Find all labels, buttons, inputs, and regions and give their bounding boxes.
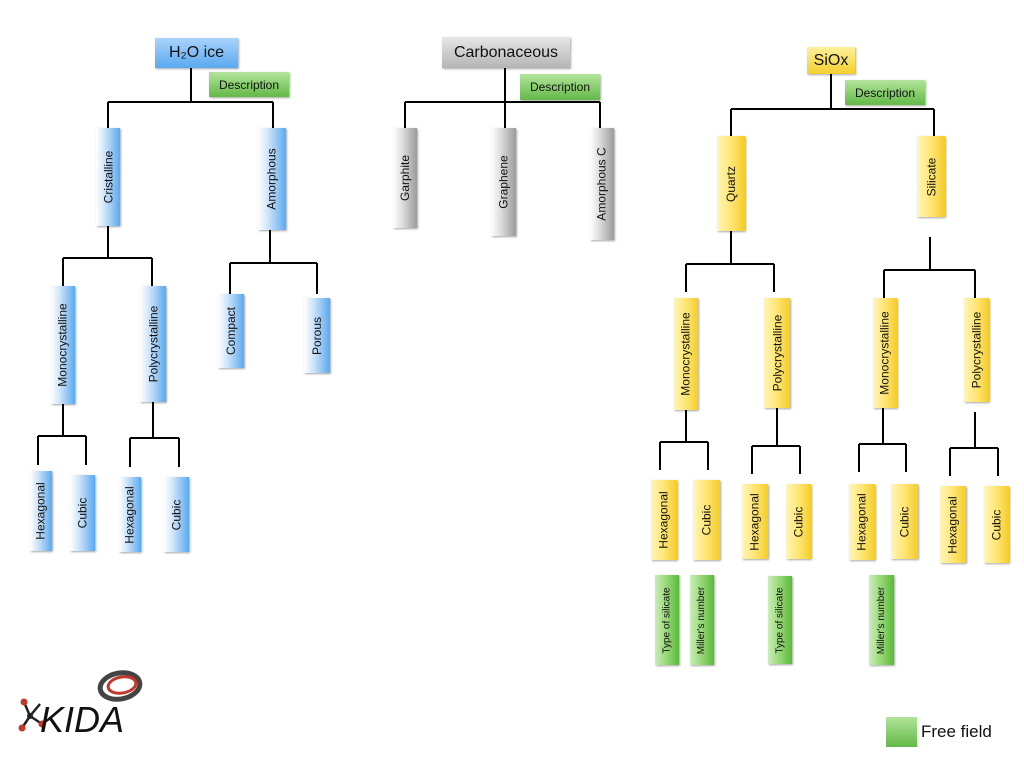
silicate-mono-hexagonal[interactable]: Hexagonal bbox=[849, 484, 875, 560]
silicate-mono-cubic[interactable]: Cubic bbox=[891, 484, 918, 559]
siox-description[interactable]: Description bbox=[845, 80, 925, 105]
kida-logo-text: KIDA bbox=[40, 699, 124, 740]
h2o-amorphous[interactable]: Amorphous bbox=[258, 128, 286, 230]
quartz-hex-type-of-silicate[interactable]: Type of silicate bbox=[655, 575, 679, 665]
carbon-description[interactable]: Description bbox=[520, 74, 600, 100]
root-siox[interactable]: SiOx bbox=[807, 47, 855, 74]
root-h2o-ice[interactable]: H₂O ice bbox=[155, 38, 238, 68]
silicate-millers-number[interactable]: Miller's number bbox=[869, 575, 894, 665]
h2o-mono-hexagonal[interactable]: Hexagonal bbox=[30, 471, 52, 551]
quartz-poly-cubic[interactable]: Cubic bbox=[786, 484, 811, 559]
quartz-monocrystalline[interactable]: Monocrystalline bbox=[674, 298, 698, 410]
root-carbonaceous-label: Carbonaceous bbox=[453, 43, 559, 61]
root-carbonaceous[interactable]: Carbonaceous bbox=[442, 37, 570, 68]
carbon-description-label: Description bbox=[529, 80, 591, 94]
kida-logo: KIDA bbox=[18, 670, 143, 740]
silicate-poly-hexagonal[interactable]: Hexagonal bbox=[940, 486, 966, 563]
h2o-polycrystalline[interactable]: Polycrystalline bbox=[140, 286, 166, 402]
root-siox-label: SiOx bbox=[813, 51, 849, 69]
h2o-description[interactable]: Description bbox=[209, 72, 289, 97]
h2o-porous[interactable]: Porous bbox=[304, 298, 330, 373]
h2o-poly-hexagonal[interactable]: Hexagonal bbox=[119, 477, 141, 552]
silicate-polycrystalline[interactable]: Polycrystalline bbox=[964, 298, 989, 402]
quartz-mono-cubic[interactable]: Cubic bbox=[693, 480, 720, 560]
quartz-polycrystalline[interactable]: Polycrystalline bbox=[764, 298, 790, 408]
siox-description-label: Description bbox=[854, 85, 916, 100]
quartz-poly-hexagonal[interactable]: Hexagonal bbox=[742, 484, 768, 559]
silicate-monocrystalline[interactable]: Monocrystalline bbox=[873, 298, 897, 408]
h2o-description-label: Description bbox=[218, 77, 280, 92]
carbon-graphite[interactable]: Garphite bbox=[393, 128, 417, 228]
h2o-compact[interactable]: Compact bbox=[218, 294, 244, 368]
h2o-poly-cubic[interactable]: Cubic bbox=[164, 477, 189, 552]
h2o-mono-cubic[interactable]: Cubic bbox=[70, 475, 95, 551]
root-h2o-ice-label: H₂O ice bbox=[168, 44, 225, 61]
h2o-monocrystalline[interactable]: Monocrystalline bbox=[51, 286, 75, 404]
h2o-cristalline[interactable]: Cristalline bbox=[96, 128, 120, 226]
free-field-label: Free field bbox=[921, 722, 992, 741]
siox-silicate[interactable]: Silicate bbox=[917, 136, 945, 217]
silicate-poly-cubic[interactable]: Cubic bbox=[984, 486, 1009, 563]
carbon-amorphous-c[interactable]: Amorphous C bbox=[590, 128, 614, 240]
quartz-mono-hexagonal[interactable]: Hexagonal bbox=[651, 480, 677, 560]
swirl-icon bbox=[97, 670, 143, 702]
carbon-graphene[interactable]: Graphene bbox=[491, 128, 516, 236]
quartz-cubic-millers-number[interactable]: Miller's number bbox=[690, 575, 714, 665]
quartz-poly-type-of-silicate[interactable]: Type of silicate bbox=[768, 576, 792, 664]
free-field-swatch bbox=[886, 717, 917, 747]
siox-quartz[interactable]: Quartz bbox=[717, 136, 745, 231]
